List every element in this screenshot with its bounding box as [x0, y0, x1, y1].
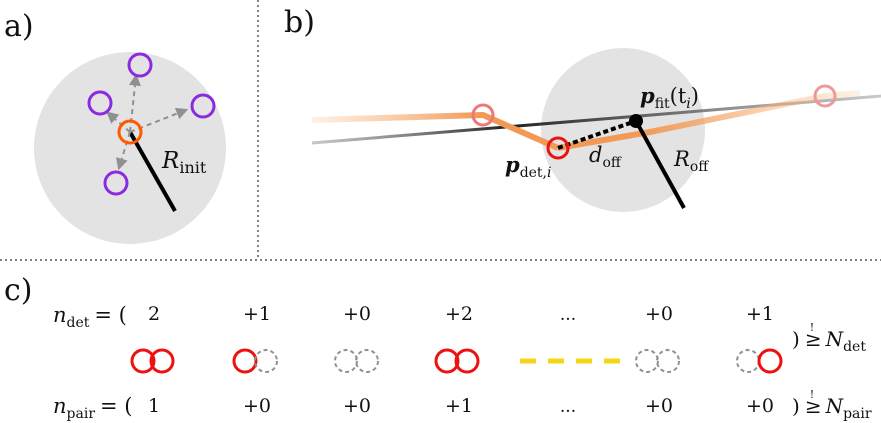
- offset-radius-label: Roff: [673, 147, 709, 175]
- missing-hit-circle: [254, 349, 278, 373]
- ndet-relation-mark: !: [810, 321, 814, 334]
- radius-label-a: Rinit: [161, 148, 207, 177]
- detected-point-label: pdet,i: [505, 152, 552, 181]
- ndet-value: +0: [645, 303, 673, 325]
- ndet-value: +1: [746, 303, 774, 325]
- arrow-to-lower-left: [116, 131, 131, 171]
- ndet-value: ...: [560, 305, 576, 325]
- candidate-hit-upper-left: [87, 90, 113, 116]
- seed-hit-circle: [117, 119, 143, 145]
- track-left-segment: [311, 112, 560, 151]
- candidate-hit-right: [190, 93, 216, 119]
- panel-c: c) ndet= ( 2 +1 +0 +2 ... +0 +1 )≥Ndet !…: [4, 273, 872, 422]
- hit-circle: [130, 348, 156, 374]
- missing-hit-circle: [656, 349, 680, 373]
- offset-dashed-line: [557, 119, 637, 150]
- panel-b-label: b): [284, 5, 315, 40]
- npair-value: +0: [645, 395, 673, 417]
- npair-value: +0: [746, 395, 774, 417]
- npair-value: +0: [343, 395, 371, 417]
- missing-hit-circle: [635, 349, 659, 373]
- faded-hit-left: [471, 103, 495, 127]
- search-radius-circle: [34, 52, 226, 244]
- radius-line-b: [634, 120, 686, 209]
- candidate-hit-lower-left: [103, 170, 129, 196]
- radius-line-a: [128, 131, 177, 212]
- npair-value: ...: [560, 397, 576, 417]
- npair-lhs: npair= (: [53, 394, 132, 422]
- panel-a: a) Rinit: [4, 9, 226, 244]
- ndet-lhs: ndet= (: [53, 303, 127, 331]
- missing-hit-circle: [334, 349, 358, 373]
- offset-distance-label: doff: [589, 143, 622, 171]
- ndet-value: +0: [343, 303, 371, 325]
- hit-circle: [454, 348, 480, 374]
- faded-hit-right: [813, 84, 837, 108]
- hit-circle: [232, 348, 258, 374]
- npair-relation-mark: !: [810, 388, 814, 401]
- track-gap: [520, 354, 620, 368]
- ndet-rhs: )≥Ndet: [792, 327, 866, 355]
- panel-b: b) pfit(ti) pdet,i doff Roff: [284, 5, 881, 212]
- track-right-segment: [557, 90, 861, 151]
- missing-hit-circle: [355, 349, 379, 373]
- npair-value: 1: [148, 395, 160, 417]
- ndet-value: +2: [445, 303, 473, 325]
- hit-circle: [757, 348, 783, 374]
- panel-a-label: a): [4, 9, 34, 44]
- ndet-value: +1: [243, 303, 271, 325]
- hit-circle: [434, 348, 460, 374]
- arrow-to-top: [129, 73, 141, 133]
- detected-hit-circle: [546, 136, 570, 160]
- arrow-to-upper-left: [106, 111, 131, 133]
- fit-point-label: pfit(ti): [640, 83, 699, 112]
- npair-value: +1: [445, 395, 473, 417]
- hit-circle: [149, 348, 175, 374]
- npair-value: +0: [243, 395, 271, 417]
- candidate-hit-top: [127, 52, 153, 78]
- offset-radius-circle: [541, 48, 705, 212]
- panel-c-label: c): [4, 273, 33, 308]
- fit-point-dot: [629, 114, 643, 128]
- ndet-value: 2: [148, 303, 160, 325]
- npair-rhs: )≥Npair: [792, 394, 872, 422]
